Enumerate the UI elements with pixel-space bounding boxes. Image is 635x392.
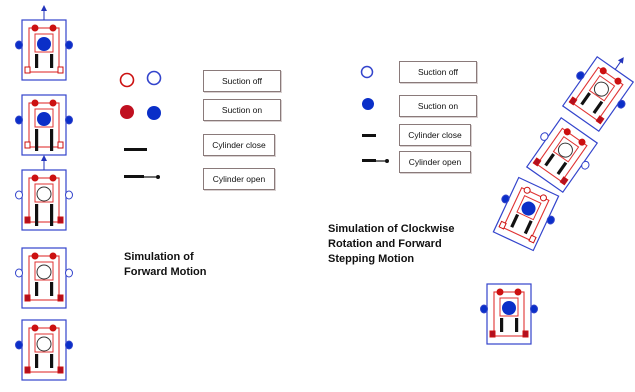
suction-off-blue-icon: [146, 70, 162, 86]
label-suction-on-right: Suction on: [399, 95, 477, 117]
caption-rotation-line3: Stepping Motion: [328, 253, 415, 265]
forward-robot-2: [15, 94, 73, 156]
caption-rotation-line1: Simulation of Clockwise: [328, 223, 455, 235]
label-cylinder-close-left: Cylinder close: [203, 134, 275, 156]
label-suction-off-right: Suction off: [399, 61, 477, 83]
label-cylinder-close-right: Cylinder close: [399, 124, 471, 146]
rotation-robot-3: [492, 176, 560, 252]
robot-group: [15, 5, 635, 381]
caption-forward-line2: Forward Motion: [124, 266, 207, 278]
forward-robot-3: [15, 155, 73, 231]
caption-forward-line1: Simulation of: [124, 251, 194, 263]
suction-on-icon: [362, 98, 374, 110]
label-suction-off-left: Suction off: [203, 70, 281, 92]
label-suction-on-left: Suction on: [203, 99, 281, 121]
caption-rotation-motion: Simulation of Clockwise Rotation and For…: [328, 222, 455, 267]
label-cylinder-open-right: Cylinder open: [399, 151, 471, 173]
suction-on-red-icon: [120, 105, 134, 119]
rotation-robot-2: [525, 116, 599, 194]
label-cylinder-open-left: Cylinder open: [203, 168, 275, 190]
suction-off-red-icon: [119, 72, 135, 88]
legend-left-symbols: [119, 70, 162, 179]
cylinder-open-icon: [124, 175, 160, 179]
rotation-robot-4: [480, 283, 538, 345]
cylinder-open-icon-right: [362, 159, 389, 163]
cylinder-close-icon-right: [362, 134, 376, 137]
suction-off-icon: [360, 65, 374, 79]
caption-rotation-line2: Rotation and Forward: [328, 238, 442, 250]
cylinder-close-icon: [124, 148, 147, 151]
forward-robot-4: [15, 247, 73, 309]
forward-robot-5: [15, 319, 73, 381]
legend-right-symbols: [360, 65, 389, 163]
forward-robot-1: [15, 5, 73, 81]
suction-on-blue-icon: [147, 106, 161, 120]
caption-forward-motion: Simulation of Forward Motion: [124, 250, 207, 280]
rotation-robot-1: [561, 55, 635, 133]
